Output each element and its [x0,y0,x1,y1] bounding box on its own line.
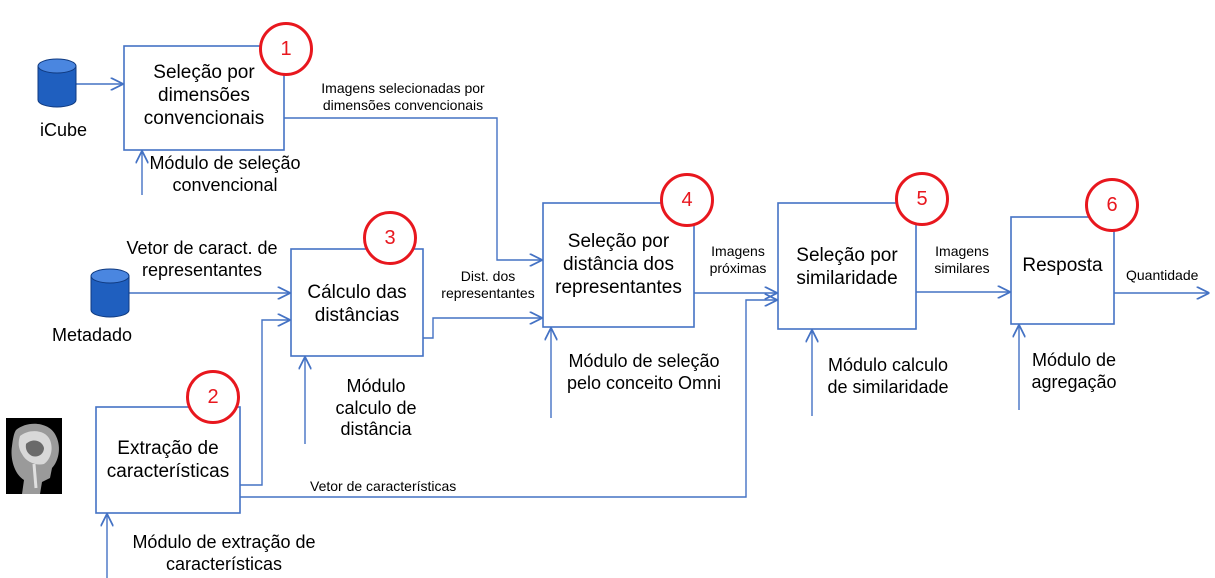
database-icon [90,268,130,318]
box6-title: Resposta [1022,255,1103,276]
step-badge-5: 5 [895,172,949,226]
box-2 [95,406,241,514]
edge-label-quantity: Quantidade [1126,267,1199,283]
arrow-features-to-box5 [240,300,776,498]
step-badge-4: 4 [660,173,714,227]
step-badge-3: 3 [363,211,417,265]
icube-label: iCube [40,120,88,140]
box-1 [123,45,285,151]
step-badge-6: 6 [1085,178,1139,232]
arrow-box3-to-box4 [423,318,541,339]
box-5 [777,202,917,330]
box-3 [290,248,424,357]
arrow-box2-to-box3 [240,320,289,486]
metadado-label: Metadado [52,325,133,345]
edge-label-feature-vector: Vetor de características [310,478,457,494]
box-4 [542,202,695,328]
step-badge-2: 2 [186,370,240,424]
mri-head-icon [6,418,62,494]
box-6 [1010,216,1115,325]
database-icon [37,58,77,108]
step-badge-1: 1 [259,22,313,76]
arrow-box1-to-box4 [284,117,541,260]
